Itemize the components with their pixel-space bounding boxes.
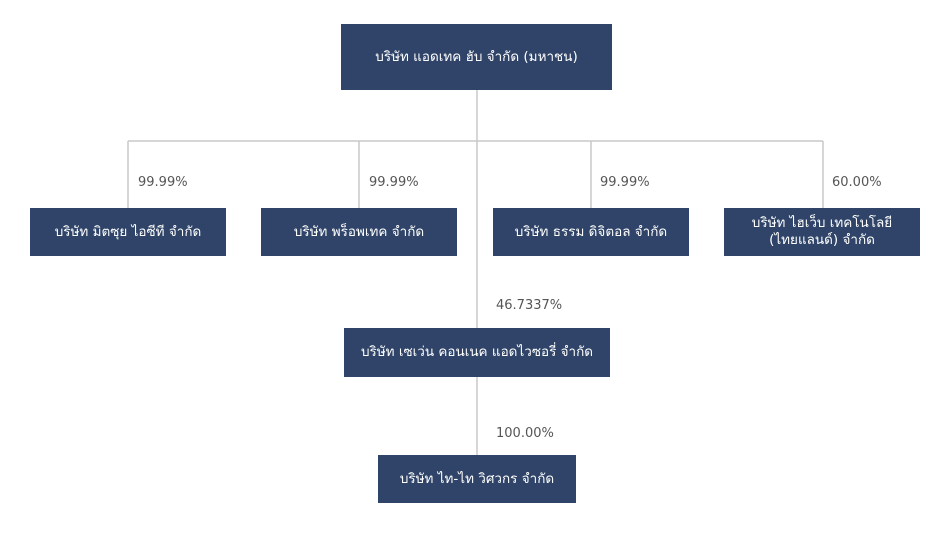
subsidiary-name-4: บริษัท ไฮเว็บ เทคโนโลยี (ไทยแลนด์) จำกัด: [751, 215, 893, 248]
subsidiary-box-2: บริษัท พร็อพเทค จำกัด: [261, 208, 457, 256]
associate-company-box: บริษัท เซเว่น คอนเนค แอดไวซอรี่ จำกัด: [344, 328, 610, 377]
associate-share: 46.7337%: [496, 298, 563, 313]
parent-company-box: บริษัท แอดเทค ฮับ จำกัด (มหาชน): [341, 24, 612, 90]
subsidiary-box-1: บริษัท มิตซุย ไอซีที จำกัด: [30, 208, 226, 256]
subsidiary-name-3: บริษัท ธรรม ดิจิตอล จำกัด: [514, 223, 668, 240]
grandchild-share: 100.00%: [496, 426, 554, 441]
subsidiary-share-1: 99.99%: [138, 175, 188, 190]
subsidiary-share-4: 60.00%: [832, 175, 882, 190]
grandchild-company-name: บริษัท ไท-ไท วิศวกร จำกัด: [399, 470, 555, 487]
associate-company-name: บริษัท เซเว่น คอนเนค แอดไวซอรี่ จำกัด: [360, 344, 594, 360]
subsidiary-box-4: บริษัท ไฮเว็บ เทคโนโลยี (ไทยแลนด์) จำกัด: [724, 208, 920, 256]
parent-company-name: บริษัท แอดเทค ฮับ จำกัด (มหาชน): [375, 48, 578, 65]
subsidiary-name-2: บริษัท พร็อพเทค จำกัด: [293, 223, 425, 240]
subsidiary-box-3: บริษัท ธรรม ดิจิตอล จำกัด: [493, 208, 689, 256]
subsidiary-share-2: 99.99%: [369, 175, 419, 190]
subsidiary-name-1: บริษัท มิตซุย ไอซีที จำกัด: [54, 223, 202, 240]
subsidiary-share-3: 99.99%: [600, 175, 650, 190]
grandchild-company-box: บริษัท ไท-ไท วิศวกร จำกัด: [378, 455, 576, 503]
